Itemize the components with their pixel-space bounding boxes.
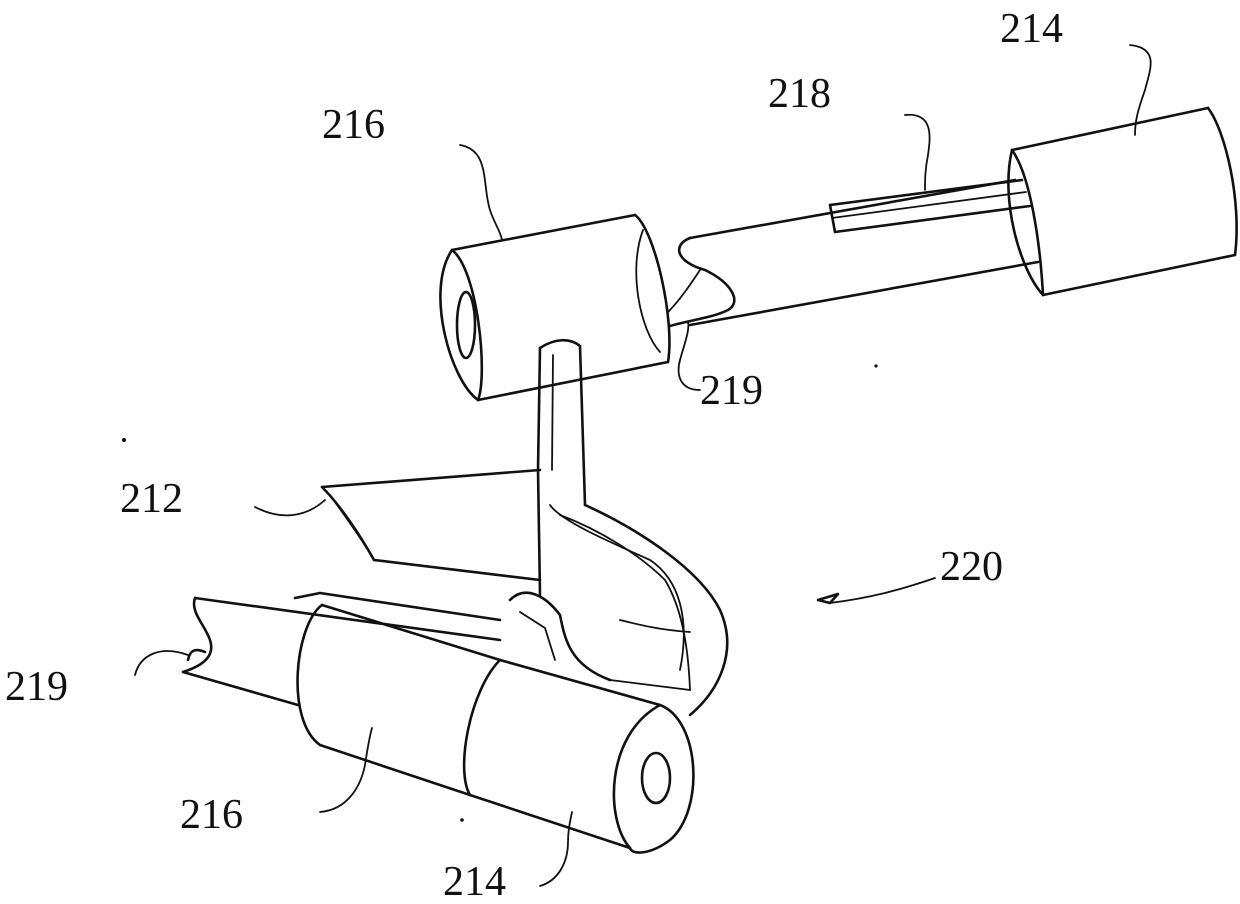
rod-218 <box>830 180 1030 232</box>
leader-bottom-216 <box>320 728 372 812</box>
label-top-214: 214 <box>1000 6 1063 52</box>
leader-top-218 <box>905 115 930 190</box>
label-212: 212 <box>120 476 183 522</box>
upper-sleeve-214 <box>1008 108 1236 295</box>
leader-220 <box>830 578 935 603</box>
lower-assembly <box>183 470 727 853</box>
lower-cylinder-216 <box>298 605 500 795</box>
label-top-216: 216 <box>322 102 385 148</box>
label-220: 220 <box>940 544 1003 590</box>
upper-assembly <box>440 108 1236 505</box>
plate-212 <box>322 470 540 580</box>
label-top-218: 218 <box>768 71 831 117</box>
label-left-219: 219 <box>5 664 68 710</box>
leader-lines <box>135 45 1151 886</box>
stem <box>538 340 585 505</box>
leader-left-219 <box>135 651 188 675</box>
leader-212 <box>255 500 325 515</box>
reference-numerals: 214 218 216 219 212 220 219 216 214 <box>5 6 1063 904</box>
leader-top-219 <box>679 322 700 390</box>
curved-arm <box>510 470 727 715</box>
label-bottom-214: 214 <box>443 859 506 904</box>
label-top-219: 219 <box>700 368 763 414</box>
upper-cylinder-216 <box>440 215 669 400</box>
leader-top-216 <box>460 145 502 240</box>
label-bottom-216: 216 <box>180 792 243 838</box>
lower-sleeve-214 <box>464 660 693 853</box>
specks <box>122 364 878 821</box>
